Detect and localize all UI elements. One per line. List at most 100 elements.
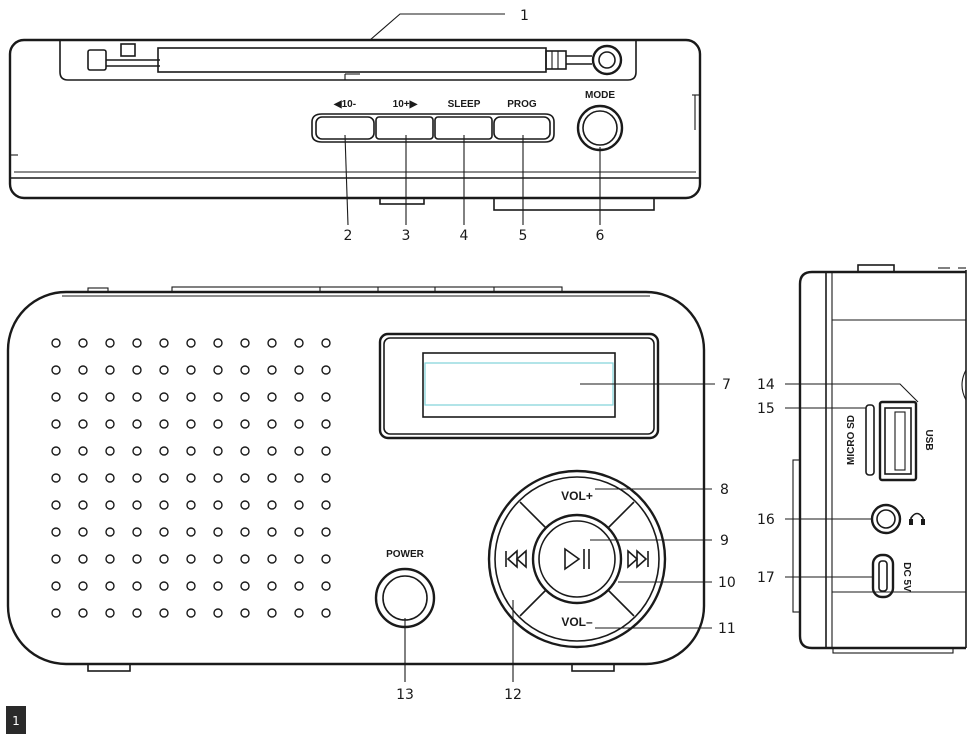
speaker-hole: [105, 527, 115, 537]
speaker-hole: [321, 608, 331, 618]
speaker-hole: [159, 392, 169, 402]
speaker-hole: [78, 338, 88, 348]
mode-label: MODE: [585, 90, 615, 101]
previous-track-icon[interactable]: [505, 549, 527, 569]
speaker-hole: [267, 392, 277, 402]
speaker-hole: [132, 527, 142, 537]
speaker-hole: [159, 581, 169, 591]
volume-up-label[interactable]: VOL+: [561, 489, 593, 503]
sleep-label: SLEEP: [448, 99, 481, 110]
speaker-hole: [51, 608, 61, 618]
usb-port[interactable]: [878, 400, 918, 482]
speaker-hole: [186, 446, 196, 456]
speaker-hole: [240, 446, 250, 456]
speaker-hole: [294, 500, 304, 510]
speaker-hole: [78, 554, 88, 564]
callout-1: 1: [520, 8, 529, 24]
speaker-hole: [267, 473, 277, 483]
speaker-hole: [132, 446, 142, 456]
callout-lines: [344, 13, 919, 682]
antenna-recess: [59, 40, 637, 81]
speaker-hole: [159, 500, 169, 510]
speaker-hole: [240, 419, 250, 429]
volume-down-label[interactable]: VOL–: [561, 615, 593, 629]
speaker-hole: [132, 500, 142, 510]
speaker-hole: [105, 608, 115, 618]
speaker-hole: [213, 527, 223, 537]
callout-7: 7: [722, 377, 731, 393]
callout-17: 17: [757, 570, 775, 586]
speaker-hole: [105, 473, 115, 483]
speaker-hole: [51, 419, 61, 429]
speaker-hole: [294, 527, 304, 537]
page-badge-number: 1: [12, 714, 20, 728]
speaker-hole: [132, 473, 142, 483]
speaker-hole: [78, 500, 88, 510]
micro-sd-slot[interactable]: [865, 404, 875, 476]
callout-11: 11: [718, 621, 736, 637]
side-view: MICRO SD USB DC 5V: [792, 264, 967, 654]
speaker-hole: [78, 473, 88, 483]
speaker-hole: [78, 392, 88, 402]
speaker-hole: [294, 581, 304, 591]
callout-8: 8: [720, 482, 729, 498]
speaker-hole: [294, 338, 304, 348]
speaker-hole: [78, 581, 88, 591]
speaker-hole: [159, 338, 169, 348]
speaker-hole: [186, 473, 196, 483]
speaker-hole: [240, 392, 250, 402]
speaker-hole: [294, 419, 304, 429]
speaker-hole: [78, 419, 88, 429]
speaker-hole: [240, 365, 250, 375]
prog-label: PROG: [507, 99, 537, 110]
speaker-hole: [159, 527, 169, 537]
callout-10: 10: [718, 575, 736, 591]
speaker-hole: [78, 446, 88, 456]
speaker-hole: [186, 581, 196, 591]
headphone-icon: [909, 512, 925, 525]
micro-sd-label: MICRO SD: [846, 415, 857, 465]
dc-label: DC 5V: [901, 562, 912, 592]
speaker-hole: [105, 338, 115, 348]
speaker-hole: [105, 392, 115, 402]
lcd-display: [422, 352, 616, 418]
speaker-hole: [240, 581, 250, 591]
speaker-hole: [267, 500, 277, 510]
callout-4: 4: [460, 228, 469, 244]
speaker-hole: [294, 473, 304, 483]
speaker-hole: [321, 527, 331, 537]
speaker-hole: [321, 500, 331, 510]
speaker-hole: [186, 500, 196, 510]
dc-power-port[interactable]: [871, 553, 895, 599]
speaker-hole: [186, 365, 196, 375]
speaker-hole: [105, 581, 115, 591]
speaker-hole: [159, 608, 169, 618]
speaker-hole: [132, 338, 142, 348]
callout-14: 14: [757, 377, 775, 393]
speaker-hole: [105, 500, 115, 510]
next-track-icon[interactable]: [627, 549, 649, 569]
prog-button[interactable]: [493, 116, 551, 140]
speaker-hole: [213, 554, 223, 564]
callout-13: 13: [396, 687, 414, 703]
speaker-hole: [78, 527, 88, 537]
speaker-hole: [321, 446, 331, 456]
speaker-hole: [294, 365, 304, 375]
speaker-hole: [240, 608, 250, 618]
speaker-hole: [267, 419, 277, 429]
speaker-hole: [240, 500, 250, 510]
speaker-hole: [132, 365, 142, 375]
speaker-hole: [321, 473, 331, 483]
mode-button[interactable]: [576, 104, 624, 152]
callout-numbers: 1 2 3 4 5 6 7 8 9 10 11 12 13 14 15 16 1…: [344, 8, 775, 703]
play-pause-button[interactable]: [531, 513, 623, 605]
top-view: ◀10- 10+▶ SLEEP PROG MODE: [8, 38, 702, 211]
speaker-hole: [213, 500, 223, 510]
speaker-hole: [267, 581, 277, 591]
speaker-hole: [132, 581, 142, 591]
speaker-hole: [186, 338, 196, 348]
skip-forward-10-button[interactable]: [375, 116, 434, 140]
speaker-hole: [132, 392, 142, 402]
callout-2: 2: [344, 228, 353, 244]
speaker-hole: [159, 419, 169, 429]
